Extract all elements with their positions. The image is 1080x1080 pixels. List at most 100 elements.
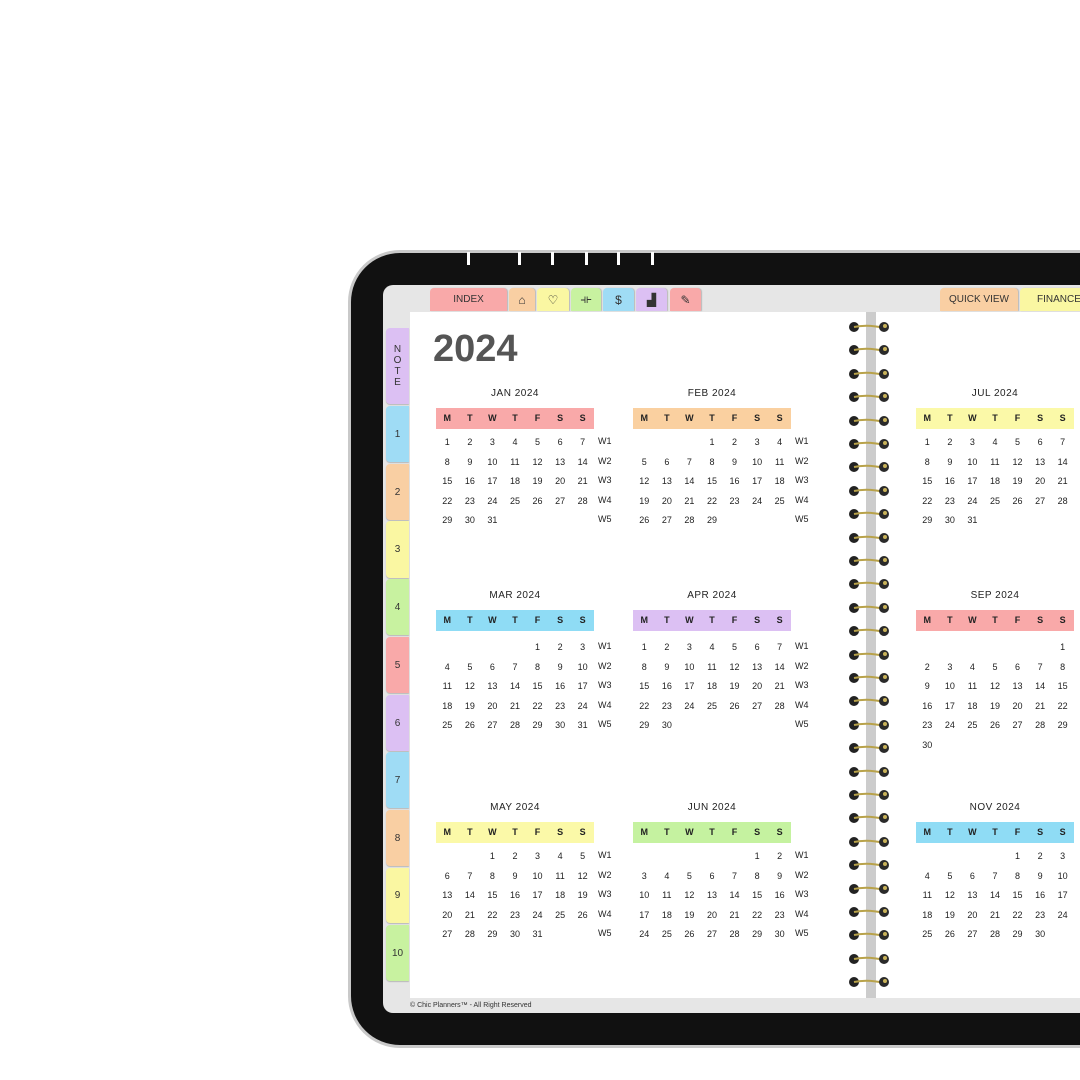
day-cell[interactable]: 10: [532, 870, 543, 881]
day-cell[interactable]: 30: [555, 720, 566, 731]
day-cell[interactable]: 20: [442, 909, 453, 920]
day-cell[interactable]: 5: [1015, 437, 1021, 447]
day-cell[interactable]: 30: [509, 929, 520, 940]
day-cell[interactable]: [1029, 738, 1052, 752]
day-cell[interactable]: [746, 718, 769, 732]
day-cell[interactable]: 11: [922, 890, 932, 901]
day-cell[interactable]: 5: [992, 661, 998, 672]
day-cell[interactable]: [504, 640, 527, 654]
day-cell[interactable]: 24: [487, 495, 498, 506]
day-cell[interactable]: 6: [969, 870, 975, 881]
day-cell[interactable]: 29: [487, 929, 498, 940]
week-label[interactable]: W4: [598, 699, 612, 710]
day-cell[interactable]: 5: [580, 851, 586, 861]
day-cell[interactable]: 3: [535, 851, 541, 861]
day-cell[interactable]: 28: [1057, 495, 1068, 506]
day-cell[interactable]: 9: [557, 661, 563, 672]
day-cell[interactable]: 25: [922, 929, 933, 940]
day-cell[interactable]: 27: [752, 700, 763, 711]
day-cell[interactable]: 7: [686, 456, 692, 467]
day-cell[interactable]: 16: [661, 681, 672, 692]
day-cell[interactable]: 29: [706, 515, 717, 526]
day-cell[interactable]: 30: [464, 515, 475, 526]
day-cell[interactable]: 21: [464, 909, 475, 920]
day-cell[interactable]: 27: [442, 929, 453, 940]
day-cell[interactable]: 8: [754, 870, 760, 881]
day-cell[interactable]: 17: [577, 681, 588, 692]
day-cell[interactable]: [526, 513, 549, 527]
day-cell[interactable]: 22: [922, 495, 933, 506]
day-cell[interactable]: [768, 513, 791, 527]
day-cell[interactable]: 7: [467, 870, 473, 881]
day-cell[interactable]: [656, 849, 679, 863]
day-cell[interactable]: 15: [752, 890, 763, 901]
day-cell[interactable]: 15: [922, 476, 933, 487]
day-cell[interactable]: 2: [512, 851, 518, 861]
day-cell[interactable]: 20: [752, 681, 763, 692]
day-cell[interactable]: 10: [967, 456, 978, 467]
day-cell[interactable]: 3: [489, 437, 495, 447]
week-label[interactable]: W4: [598, 908, 612, 919]
day-cell[interactable]: [939, 738, 962, 752]
day-cell[interactable]: 1: [924, 437, 930, 447]
day-cell[interactable]: 9: [467, 456, 473, 467]
day-cell[interactable]: 7: [992, 870, 998, 881]
day-cell[interactable]: 8: [489, 870, 495, 881]
day-cell[interactable]: 21: [684, 495, 695, 506]
day-cell[interactable]: [571, 513, 594, 527]
day-cell[interactable]: 30: [661, 720, 672, 731]
day-cell[interactable]: 6: [709, 870, 715, 881]
day-cell[interactable]: 6: [444, 870, 450, 881]
day-cell[interactable]: 14: [577, 456, 588, 467]
day-cell[interactable]: 20: [1035, 476, 1046, 487]
day-cell[interactable]: [571, 927, 594, 941]
day-cell[interactable]: 29: [532, 720, 543, 731]
side-tab-5[interactable]: 5: [386, 637, 409, 693]
day-cell[interactable]: 4: [709, 642, 715, 652]
day-cell[interactable]: 24: [532, 909, 543, 920]
day-cell[interactable]: [916, 640, 939, 654]
day-cell[interactable]: [1051, 738, 1074, 752]
day-cell[interactable]: 10: [752, 456, 763, 467]
day-cell[interactable]: 8: [924, 456, 930, 467]
day-cell[interactable]: 1: [709, 437, 715, 447]
day-cell[interactable]: 19: [944, 909, 955, 920]
day-cell[interactable]: 27: [706, 929, 717, 940]
day-cell[interactable]: 21: [509, 700, 520, 711]
day-cell[interactable]: 16: [944, 476, 955, 487]
day-cell[interactable]: 10: [487, 456, 498, 467]
day-cell[interactable]: 27: [555, 495, 566, 506]
side-tab-note[interactable]: N O T E: [386, 328, 409, 404]
day-cell[interactable]: 24: [752, 495, 763, 506]
day-cell[interactable]: [723, 849, 746, 863]
week-label[interactable]: W2: [598, 869, 612, 880]
day-cell[interactable]: [436, 640, 459, 654]
day-cell[interactable]: 6: [1015, 661, 1021, 672]
day-cell[interactable]: 26: [532, 495, 543, 506]
day-cell[interactable]: [481, 640, 504, 654]
day-cell[interactable]: 3: [641, 870, 647, 881]
week-label[interactable]: W1: [598, 850, 612, 860]
day-cell[interactable]: 28: [1035, 720, 1046, 731]
day-cell[interactable]: 3: [1060, 851, 1066, 861]
day-cell[interactable]: 16: [1035, 890, 1046, 901]
week-label[interactable]: W3: [598, 889, 612, 900]
week-label[interactable]: W5: [795, 928, 809, 939]
day-cell[interactable]: 20: [967, 909, 978, 920]
day-cell[interactable]: 9: [947, 456, 953, 467]
day-cell[interactable]: 28: [684, 515, 695, 526]
day-cell[interactable]: 24: [577, 700, 588, 711]
day-cell[interactable]: 12: [464, 681, 475, 692]
week-label[interactable]: W3: [795, 475, 809, 486]
day-cell[interactable]: 4: [924, 870, 930, 881]
day-cell[interactable]: 13: [442, 890, 453, 901]
day-cell[interactable]: 10: [1057, 870, 1068, 881]
day-cell[interactable]: 18: [442, 700, 453, 711]
day-cell[interactable]: 7: [1037, 661, 1043, 672]
week-label[interactable]: W1: [795, 436, 809, 446]
week-label[interactable]: W1: [795, 641, 809, 651]
day-cell[interactable]: 20: [555, 476, 566, 487]
day-cell[interactable]: 26: [464, 720, 475, 731]
day-cell[interactable]: 8: [1015, 870, 1021, 881]
day-cell[interactable]: 18: [555, 890, 566, 901]
